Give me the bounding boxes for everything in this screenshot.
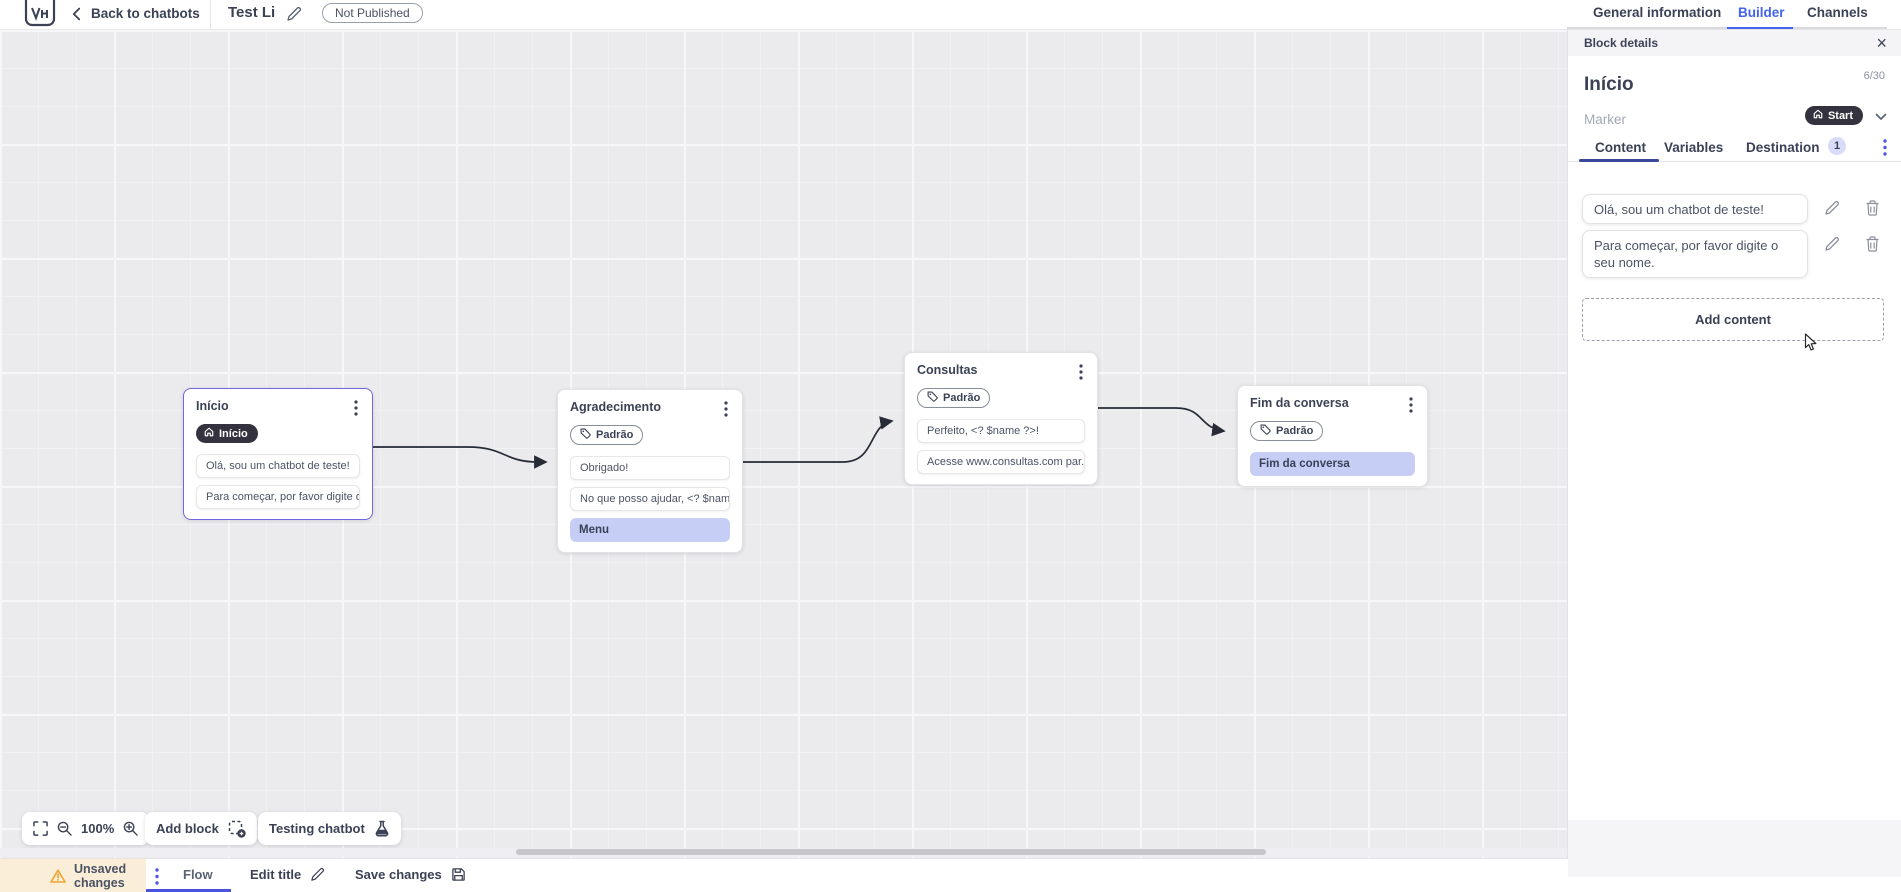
block-message[interactable]: Acesse www.consultas.com par...	[917, 450, 1085, 474]
panel-tab-destination[interactable]: Destination	[1746, 140, 1820, 155]
content-item-input[interactable]: Olá, sou um chatbot de teste!	[1582, 194, 1808, 224]
add-block-button[interactable]: Add block	[145, 812, 257, 845]
zoom-in-icon[interactable]	[123, 821, 139, 836]
start-marker-badge: Início	[196, 424, 258, 443]
panel-tab-variables[interactable]: Variables	[1664, 140, 1724, 155]
panel-tabs-track	[1568, 161, 1901, 162]
unsaved-changes-label: Unsaved changes	[74, 861, 127, 890]
tag-label: Padrão	[1276, 425, 1314, 437]
fit-screen-icon[interactable]	[33, 821, 48, 836]
add-content-label: Add content	[1695, 312, 1771, 327]
app-logo	[24, 0, 56, 27]
warning-icon	[50, 868, 66, 883]
flask-icon	[374, 820, 390, 837]
bottom-bar: Unsaved changes Flow Edit title Save cha…	[0, 858, 1568, 892]
char-counter: 6/30	[1863, 70, 1885, 82]
tag-badge: Padrão	[570, 425, 644, 445]
edit-content-icon[interactable]	[1824, 236, 1840, 252]
top-bar: Back to chatbots Test Li Not Published G…	[0, 0, 1901, 30]
block-menu-icon[interactable]	[1407, 396, 1415, 414]
edit-title-button[interactable]: Edit title	[250, 867, 325, 882]
block-message[interactable]: Obrigado!	[570, 456, 730, 480]
tab-general-information[interactable]: General information	[1593, 5, 1722, 20]
save-icon	[451, 867, 466, 882]
destination-count-badge: 1	[1828, 137, 1846, 155]
flow-block-inicio[interactable]: Início Início Olá, sou um chatbot de tes…	[183, 388, 373, 520]
tag-label: Padrão	[596, 429, 634, 441]
panel-header: Block details ×	[1568, 30, 1901, 56]
flow-block-agradecimento[interactable]: Agradecimento Padrão Obrigado! No que po…	[557, 389, 743, 553]
block-name-field[interactable]: Início	[1584, 74, 1634, 95]
content-item-input[interactable]: Para começar, por favor digite o seu nom…	[1582, 230, 1808, 278]
block-message[interactable]: No que posso ajudar, <? $name ...	[570, 487, 730, 511]
publish-status-badge: Not Published	[322, 3, 423, 23]
panel-footer	[1568, 820, 1901, 877]
chatbot-title: Test Li	[228, 4, 276, 21]
back-to-chatbots-button[interactable]: Back to chatbots	[72, 6, 200, 21]
block-menu-icon[interactable]	[1077, 363, 1085, 381]
active-tab-underline	[1727, 27, 1793, 29]
add-block-icon	[228, 820, 246, 838]
zoom-out-icon[interactable]	[57, 821, 72, 836]
flow-tab-underline	[146, 889, 231, 892]
block-message[interactable]: Para começar, por favor digite o ...	[196, 485, 360, 509]
marker-start-badge[interactable]: Start	[1804, 106, 1863, 125]
close-icon[interactable]: ×	[1876, 33, 1887, 53]
delete-content-icon[interactable]	[1865, 236, 1880, 252]
block-end-item[interactable]: Fim da conversa	[1250, 452, 1415, 476]
flow-block-consultas[interactable]: Consultas Padrão Perfeito, <? $name ?>! …	[904, 352, 1098, 485]
panel-tabs-menu-icon[interactable]	[1881, 138, 1889, 157]
home-icon	[204, 427, 214, 440]
flow-block-fim[interactable]: Fim da conversa Padrão Fim da conversa	[1237, 385, 1428, 487]
zoom-controls: 100%	[22, 812, 150, 845]
block-title: Início	[196, 399, 229, 413]
tag-icon	[580, 428, 591, 442]
panel-active-tab-underline	[1579, 159, 1659, 162]
horizontal-scrollbar-thumb[interactable]	[516, 849, 1266, 855]
add-block-label: Add block	[156, 821, 219, 836]
delete-content-icon[interactable]	[1865, 200, 1880, 216]
flow-menu-icon[interactable]	[153, 867, 161, 886]
panel-header-title: Block details	[1584, 36, 1659, 50]
block-menu-icon[interactable]	[722, 400, 730, 418]
start-marker-label: Início	[219, 427, 248, 440]
testing-chatbot-button[interactable]: Testing chatbot	[258, 812, 401, 845]
block-message[interactable]: Olá, sou um chatbot de teste!	[196, 454, 360, 478]
block-title: Fim da conversa	[1250, 396, 1349, 410]
add-content-button[interactable]: Add content	[1582, 298, 1884, 341]
tag-badge: Padrão	[1250, 421, 1324, 441]
divider	[210, 0, 211, 30]
tab-channels[interactable]: Channels	[1807, 5, 1868, 20]
tag-label: Padrão	[943, 392, 981, 404]
panel-tab-content[interactable]: Content	[1595, 140, 1646, 155]
edit-title-label: Edit title	[250, 867, 302, 882]
zoom-level: 100%	[81, 821, 115, 836]
marker-value: Start	[1827, 109, 1853, 122]
save-changes-label: Save changes	[355, 867, 442, 882]
marker-label: Marker	[1584, 112, 1627, 127]
block-menu-item[interactable]: Menu	[570, 518, 730, 542]
block-message[interactable]: Perfeito, <? $name ?>!	[917, 419, 1085, 443]
block-title: Agradecimento	[570, 400, 661, 414]
block-menu-icon[interactable]	[352, 399, 360, 417]
tag-icon	[927, 391, 938, 405]
pencil-icon	[310, 867, 325, 882]
chevron-left-icon	[72, 7, 81, 21]
tab-builder[interactable]: Builder	[1738, 5, 1785, 20]
save-changes-button[interactable]: Save changes	[355, 867, 466, 882]
unsaved-changes-status: Unsaved changes	[0, 859, 146, 892]
block-title: Consultas	[917, 363, 978, 377]
edit-title-icon[interactable]	[286, 6, 302, 27]
edit-content-icon[interactable]	[1824, 200, 1840, 216]
testing-chatbot-label: Testing chatbot	[269, 821, 365, 836]
tag-icon	[1260, 424, 1271, 438]
chevron-down-icon[interactable]	[1875, 113, 1887, 121]
tab-flow[interactable]: Flow	[183, 867, 213, 882]
home-icon	[1813, 109, 1823, 122]
flow-canvas[interactable]: Início Início Olá, sou um chatbot de tes…	[0, 30, 1568, 858]
block-details-panel: Block details × Início 6/30 Marker Start…	[1567, 30, 1901, 892]
tag-badge: Padrão	[917, 388, 991, 408]
